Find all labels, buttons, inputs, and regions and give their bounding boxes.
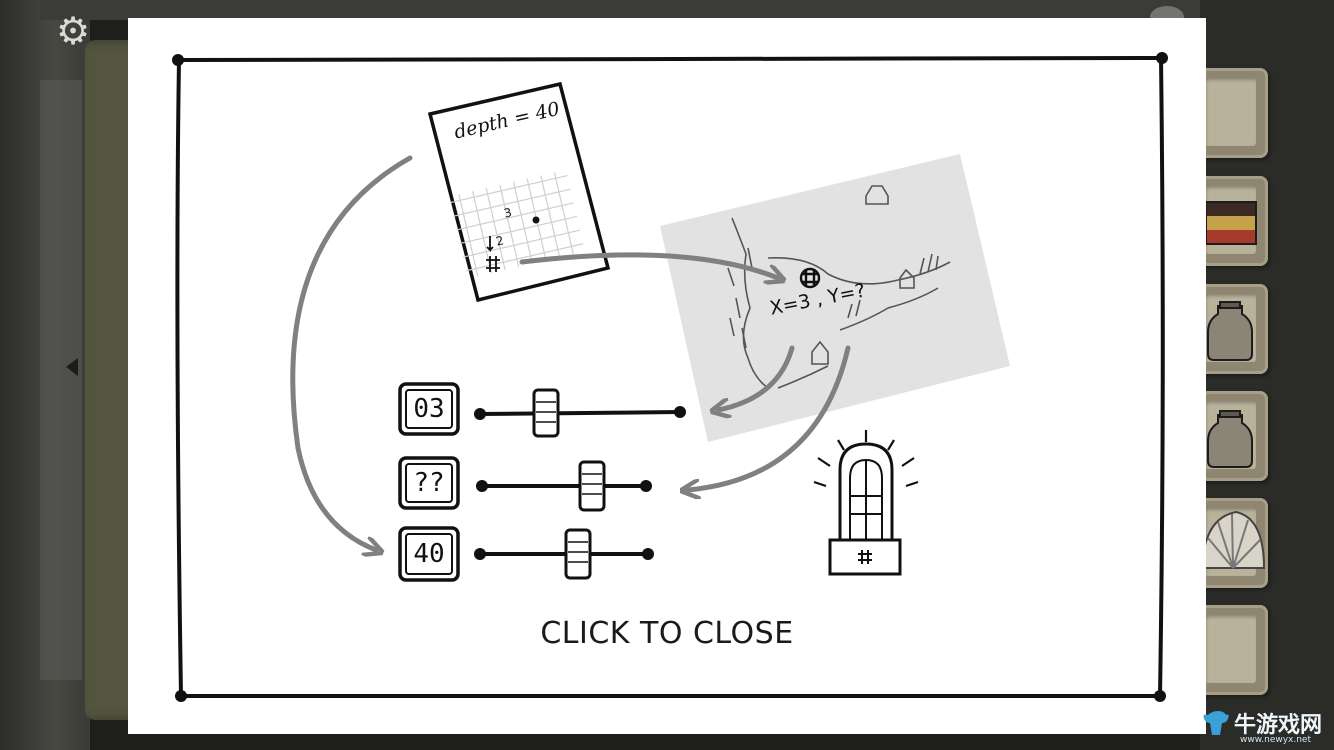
left-arrow-icon[interactable] <box>66 358 78 376</box>
click-to-close-label[interactable]: CLICK TO CLOSE <box>540 616 794 651</box>
dial-display-3: 40 <box>413 539 445 569</box>
dial-display-2: ?? <box>413 468 445 498</box>
watermark-brand: 牛游戏网 <box>1234 713 1323 738</box>
hint-illustration <box>172 52 1168 702</box>
inventory-slot-2[interactable] <box>1194 176 1268 266</box>
settings-button[interactable]: ⚙ <box>52 10 94 52</box>
seashell-icon <box>1200 510 1266 569</box>
jar-icon <box>1207 410 1253 468</box>
inventory-slot-3[interactable] <box>1194 284 1268 374</box>
watermark: 牛游戏网 www.newyx.net <box>1196 705 1334 750</box>
background-top-bar <box>40 0 1300 20</box>
dial-tracks <box>478 410 682 556</box>
book-icon <box>1205 201 1257 245</box>
watermark-url: www.newyx.net <box>1240 735 1312 745</box>
dial-displays <box>398 382 460 582</box>
clue-note <box>427 81 611 303</box>
bull-logo-icon <box>1203 711 1229 735</box>
background-left-strip <box>40 80 82 680</box>
inventory-slot-6[interactable] <box>1194 605 1268 695</box>
hint-dialog[interactable]: depth = 40 3 2 X=3 , Y=? 03 ?? 40 CLICK … <box>128 18 1206 734</box>
sketch-frame <box>175 56 1165 698</box>
inventory-slot-1[interactable] <box>1194 68 1268 158</box>
jar-icon <box>1207 301 1253 361</box>
signal-lantern <box>813 430 919 576</box>
inventory-slot-5[interactable] <box>1194 498 1268 588</box>
map-sheet <box>660 154 1010 442</box>
dial-display-1: 03 <box>413 394 445 424</box>
dial-knobs <box>532 388 606 580</box>
inventory-slot-4[interactable] <box>1194 391 1268 481</box>
inventory-slot-empty <box>1204 78 1256 146</box>
gear-icon: ⚙ <box>55 9 91 53</box>
